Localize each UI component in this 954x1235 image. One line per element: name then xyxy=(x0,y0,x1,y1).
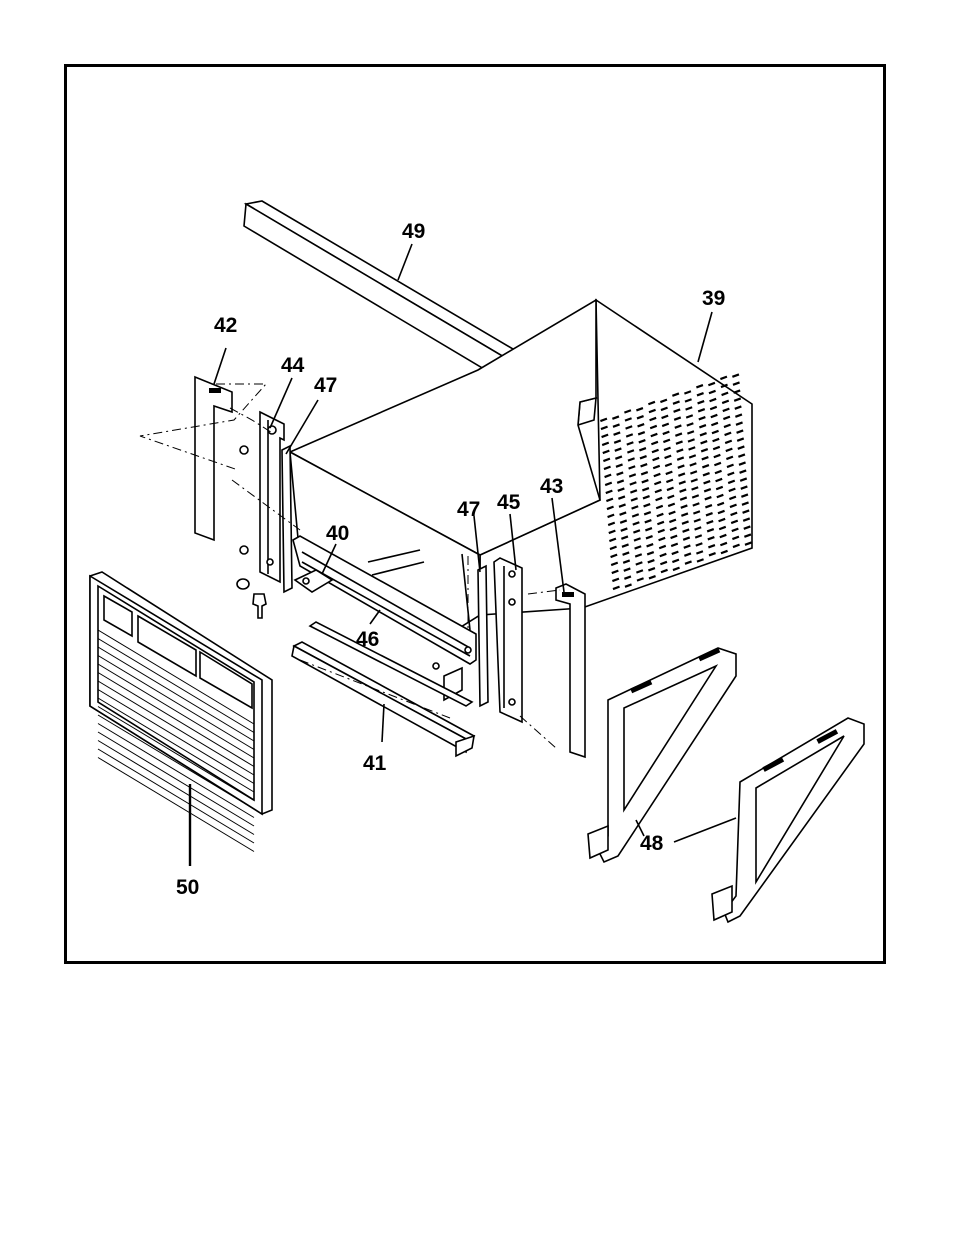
callout-50: 50 xyxy=(176,876,199,899)
callout-43: 43 xyxy=(540,475,563,498)
callout-47-right: 47 xyxy=(457,498,480,521)
callout-42: 42 xyxy=(214,314,237,337)
part-44-left-channel xyxy=(237,412,284,618)
callout-48: 48 xyxy=(640,832,664,855)
part-50-front-grille xyxy=(90,572,272,852)
part-42-left-bracket xyxy=(195,377,232,540)
louver-slot xyxy=(733,381,740,385)
louver-slot xyxy=(732,373,739,377)
callout-41: 41 xyxy=(363,752,387,775)
part-47-left-strip xyxy=(282,446,292,592)
louver-slot xyxy=(720,376,727,380)
part-48-support-leg-back xyxy=(712,718,864,922)
callout-44: 44 xyxy=(281,354,305,377)
callout-47-left: 47 xyxy=(314,374,337,397)
part-48-support-leg-front xyxy=(588,648,736,862)
callout-46: 46 xyxy=(356,628,379,651)
callout-49: 49 xyxy=(402,220,425,243)
callout-39: 39 xyxy=(702,287,725,310)
callout-40: 40 xyxy=(326,522,349,545)
part-47-right-strip xyxy=(478,566,488,706)
callout-45: 45 xyxy=(497,491,521,514)
part-45-right-channel xyxy=(494,558,522,722)
